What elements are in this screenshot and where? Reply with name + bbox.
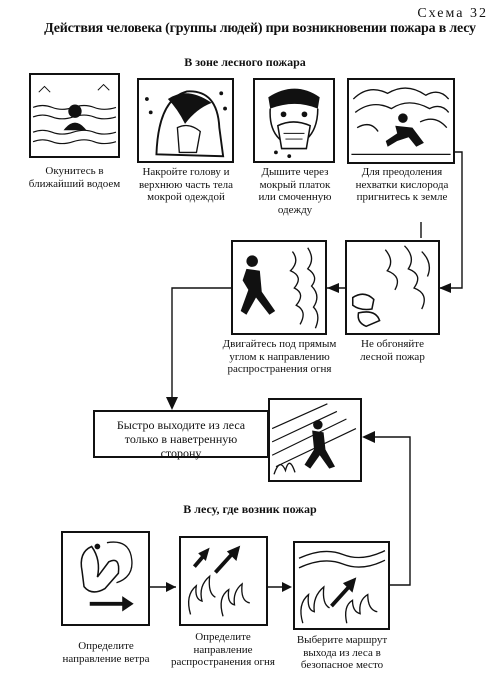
scheme-label: Схема 32 bbox=[417, 6, 488, 21]
exit-forest-box: Быстро выходите из леса только в наветре… bbox=[93, 410, 269, 460]
step-2-image bbox=[137, 78, 234, 163]
step-1-caption: Окунитесь в ближайший водоем bbox=[28, 165, 121, 190]
person-running-icon bbox=[240, 247, 319, 329]
exit-route-icon bbox=[298, 550, 386, 624]
bottom-step-3-image bbox=[293, 541, 390, 630]
bottom-step-2-image bbox=[179, 536, 268, 626]
person-crouching-icon bbox=[351, 87, 451, 156]
step-4-caption: Для преодоления нехватки кислорода пригн… bbox=[355, 166, 449, 203]
bottom-step-3-caption: Выберите маршрут выхода из леса в безопа… bbox=[296, 634, 388, 671]
exit-forest-image bbox=[268, 398, 362, 482]
step-1-image bbox=[29, 73, 120, 158]
bottom-step-1-image bbox=[61, 531, 150, 626]
step-6-caption: Двигайтесь под прямым углом к направлени… bbox=[222, 338, 337, 375]
person-breathing-through-cloth-icon bbox=[268, 88, 320, 159]
hand-wind-icon bbox=[80, 541, 134, 612]
bottom-step-1-caption: Определите направление ветра bbox=[62, 640, 150, 665]
step-5-image bbox=[345, 240, 440, 335]
step-6-image bbox=[231, 240, 327, 335]
bottom-step-2-caption: Определите направление распространения о… bbox=[171, 631, 275, 668]
person-running-from-fire-icon bbox=[271, 403, 357, 475]
step-3-caption: Дышите через мокрый платок или смоченную… bbox=[258, 166, 332, 216]
step-4-image bbox=[347, 78, 455, 164]
step-2-caption: Накройте голову и верхнюю часть тела мок… bbox=[138, 166, 233, 203]
fire-and-feet-icon bbox=[351, 245, 431, 328]
step-3-image bbox=[253, 78, 335, 163]
step-5-caption: Не обгоняйте лесной пожар bbox=[360, 338, 425, 363]
person-in-water-icon bbox=[32, 83, 117, 145]
page-title: Действия человека (группы людей) при воз… bbox=[44, 21, 476, 36]
person-covering-head-icon bbox=[145, 90, 227, 158]
section-heading-forest-fire: В лесу, где возник пожар bbox=[183, 502, 317, 516]
section-heading-fire-zone: В зоне лесного пожара bbox=[184, 55, 306, 69]
fire-direction-icon bbox=[188, 545, 250, 617]
